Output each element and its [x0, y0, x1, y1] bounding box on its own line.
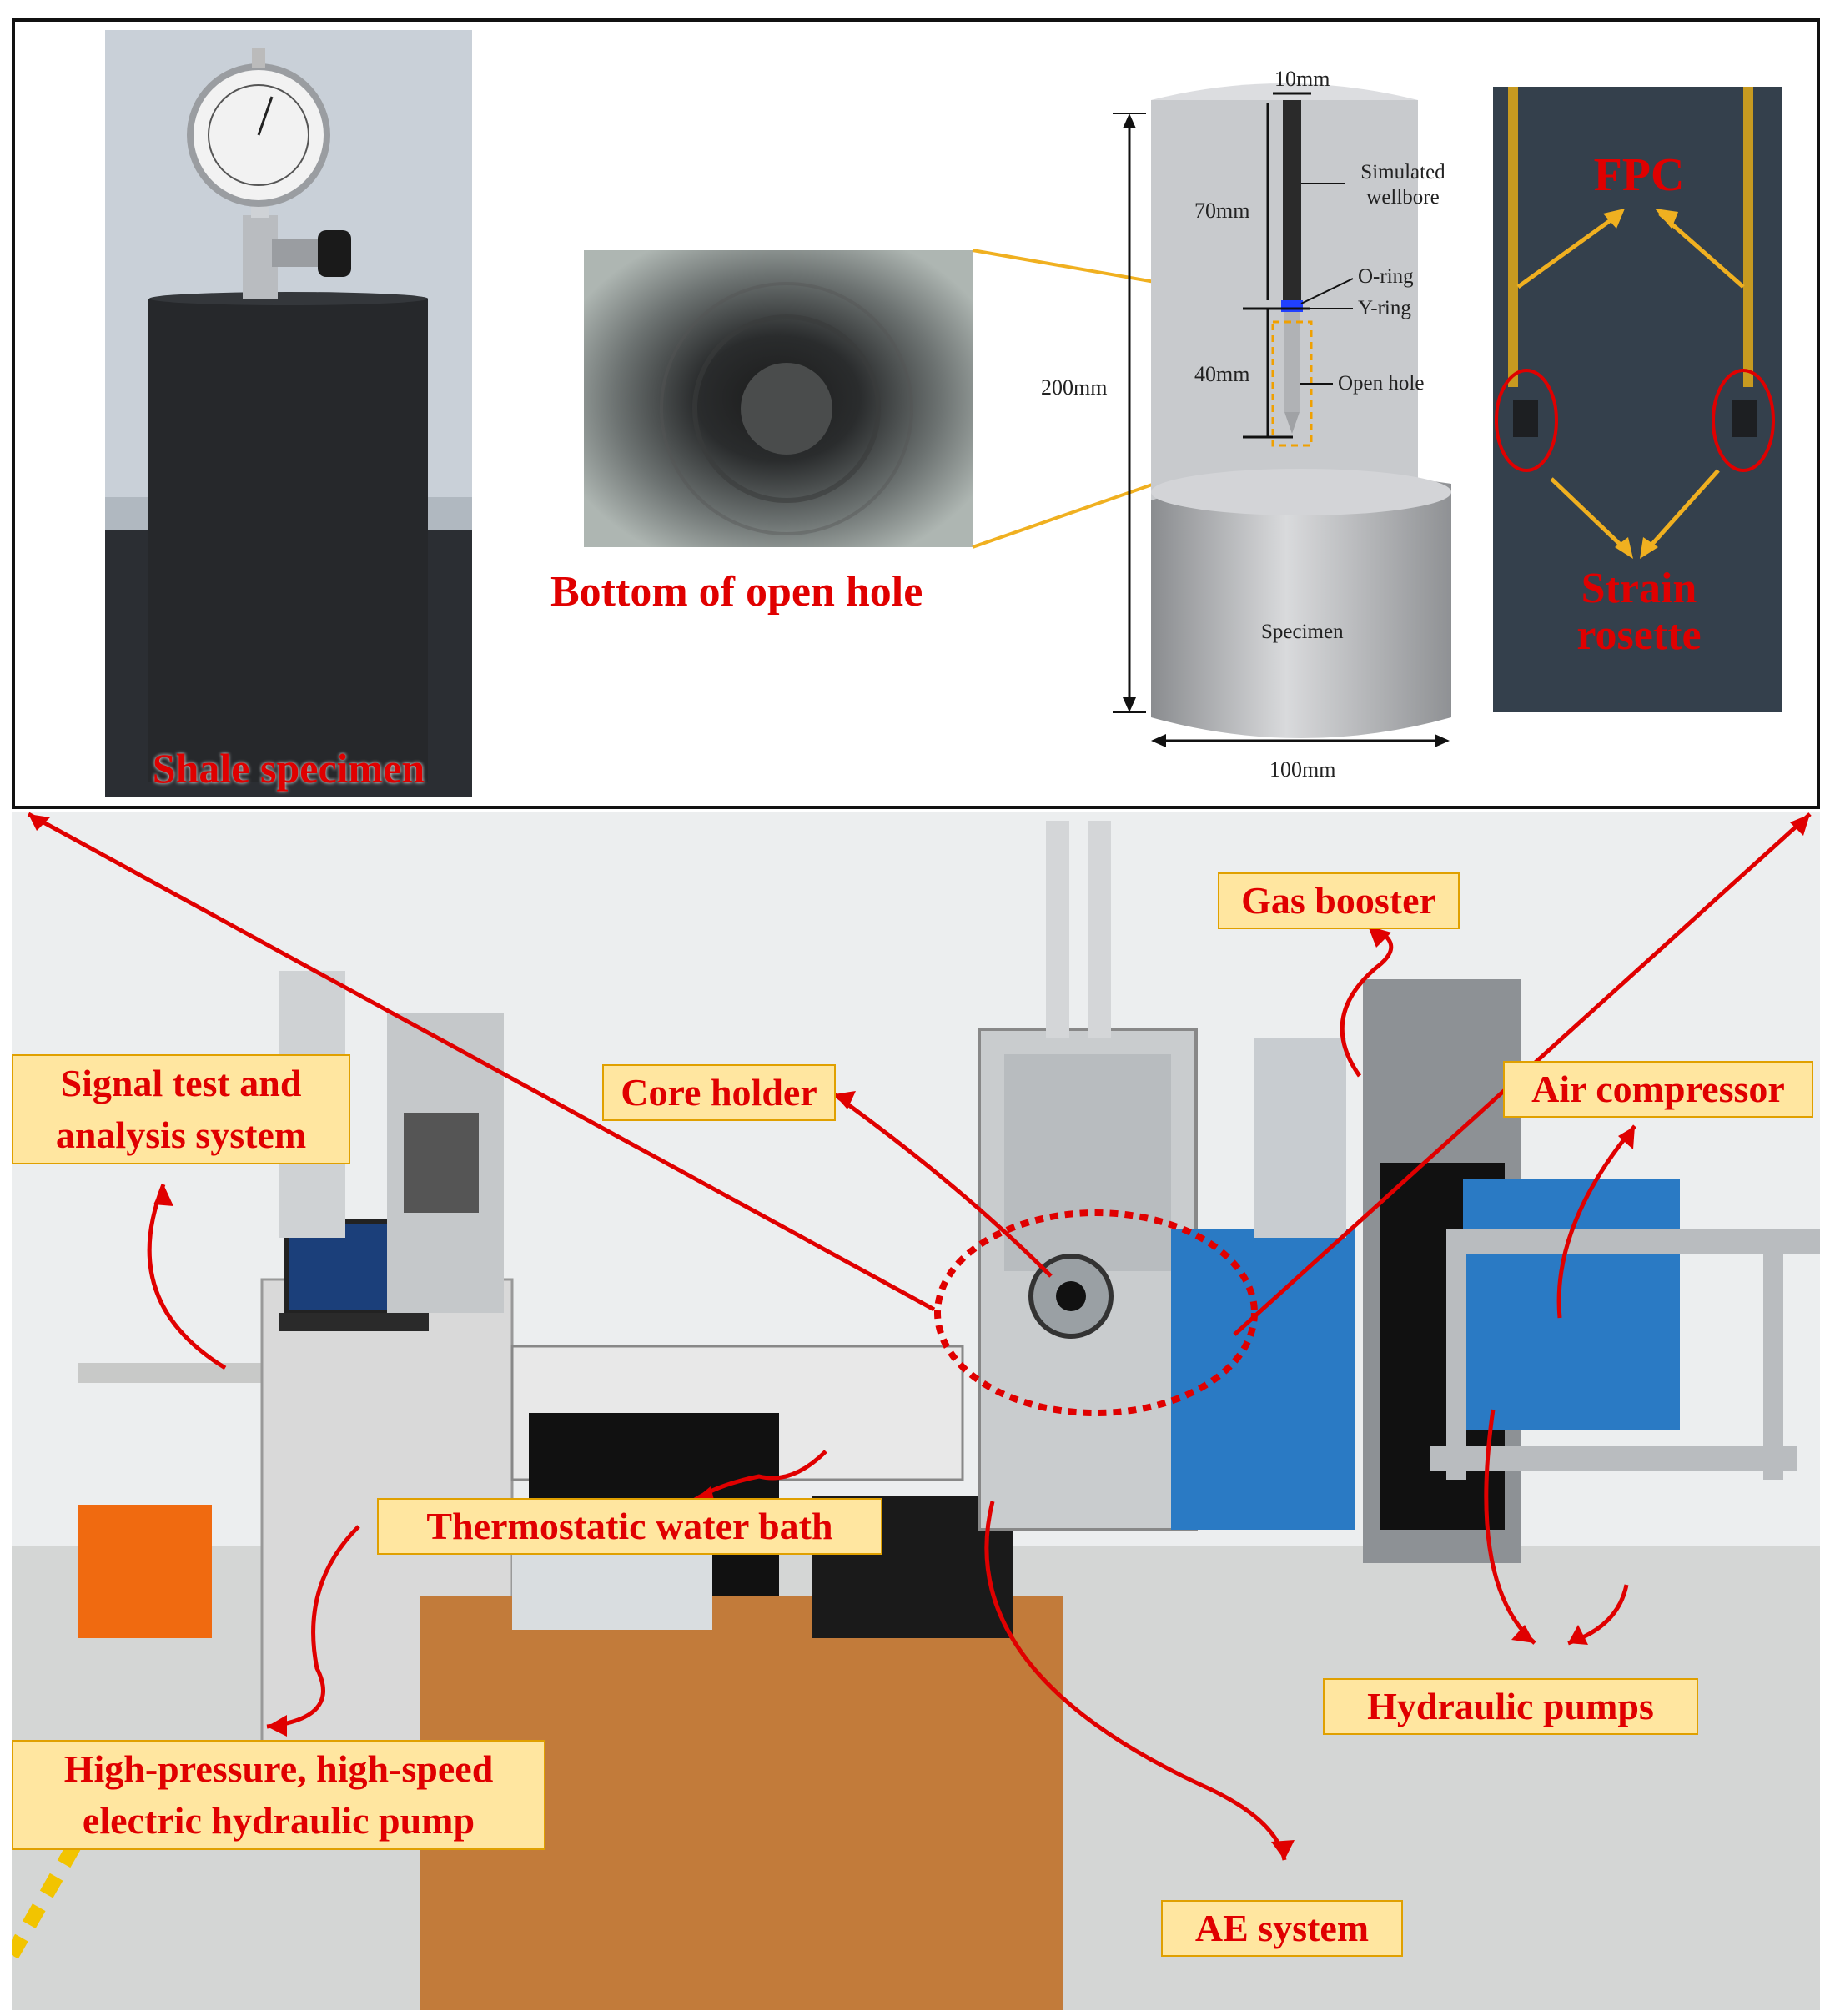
- label-open-hole: Open hole: [1338, 372, 1425, 395]
- label-air-compressor: Air compressor: [1503, 1061, 1813, 1118]
- label-y-ring: Y-ring: [1358, 297, 1411, 319]
- strain-rosette-photo: [1493, 87, 1782, 712]
- specimen-schematic: [1113, 83, 1451, 747]
- label-hp-electric-pump: High-pressure, high-speed electric hydra…: [12, 1740, 545, 1850]
- signal-system-line2: analysis system: [55, 1114, 307, 1156]
- dim-40mm: 40mm: [1194, 362, 1250, 386]
- label-specimen: Specimen: [1261, 621, 1344, 643]
- label-o-ring: O-ring: [1358, 265, 1414, 288]
- hp-pump-line2: electric hydraulic pump: [82, 1799, 475, 1842]
- strain-rosette-label: Strain rosette: [1576, 565, 1702, 659]
- label-hydraulic-pumps: Hydraulic pumps: [1323, 1678, 1698, 1735]
- shale-specimen-illustration: [105, 30, 472, 797]
- open-hole-illustration: [584, 250, 973, 547]
- dim-10mm: 10mm: [1274, 67, 1330, 91]
- label-core-holder: Core holder: [602, 1064, 836, 1121]
- shale-specimen-caption: Shale specimen: [152, 745, 425, 792]
- fpc-label: FPC: [1593, 149, 1685, 201]
- fpc-illustration: [1493, 87, 1782, 712]
- dim-70mm: 70mm: [1194, 199, 1250, 223]
- hp-pump-line1: High-pressure, high-speed: [63, 1747, 494, 1790]
- label-water-bath: Thermostatic water bath: [377, 1498, 882, 1555]
- dim-100mm: 100mm: [1269, 757, 1336, 782]
- dim-200mm: 200mm: [1041, 375, 1108, 400]
- label-ae-system: AE system: [1161, 1900, 1403, 1957]
- signal-system-line1: Signal test and: [60, 1062, 302, 1104]
- open-hole-caption: Bottom of open hole: [550, 568, 923, 616]
- shale-specimen-photo: [105, 30, 472, 797]
- open-hole-bottom-photo: [584, 250, 973, 547]
- label-gas-booster: Gas booster: [1218, 872, 1460, 929]
- label-signal-system: Signal test and analysis system: [12, 1054, 350, 1164]
- label-simulated-wellbore: Simulated wellbore: [1360, 161, 1445, 209]
- laboratory-photo: [12, 812, 1820, 2010]
